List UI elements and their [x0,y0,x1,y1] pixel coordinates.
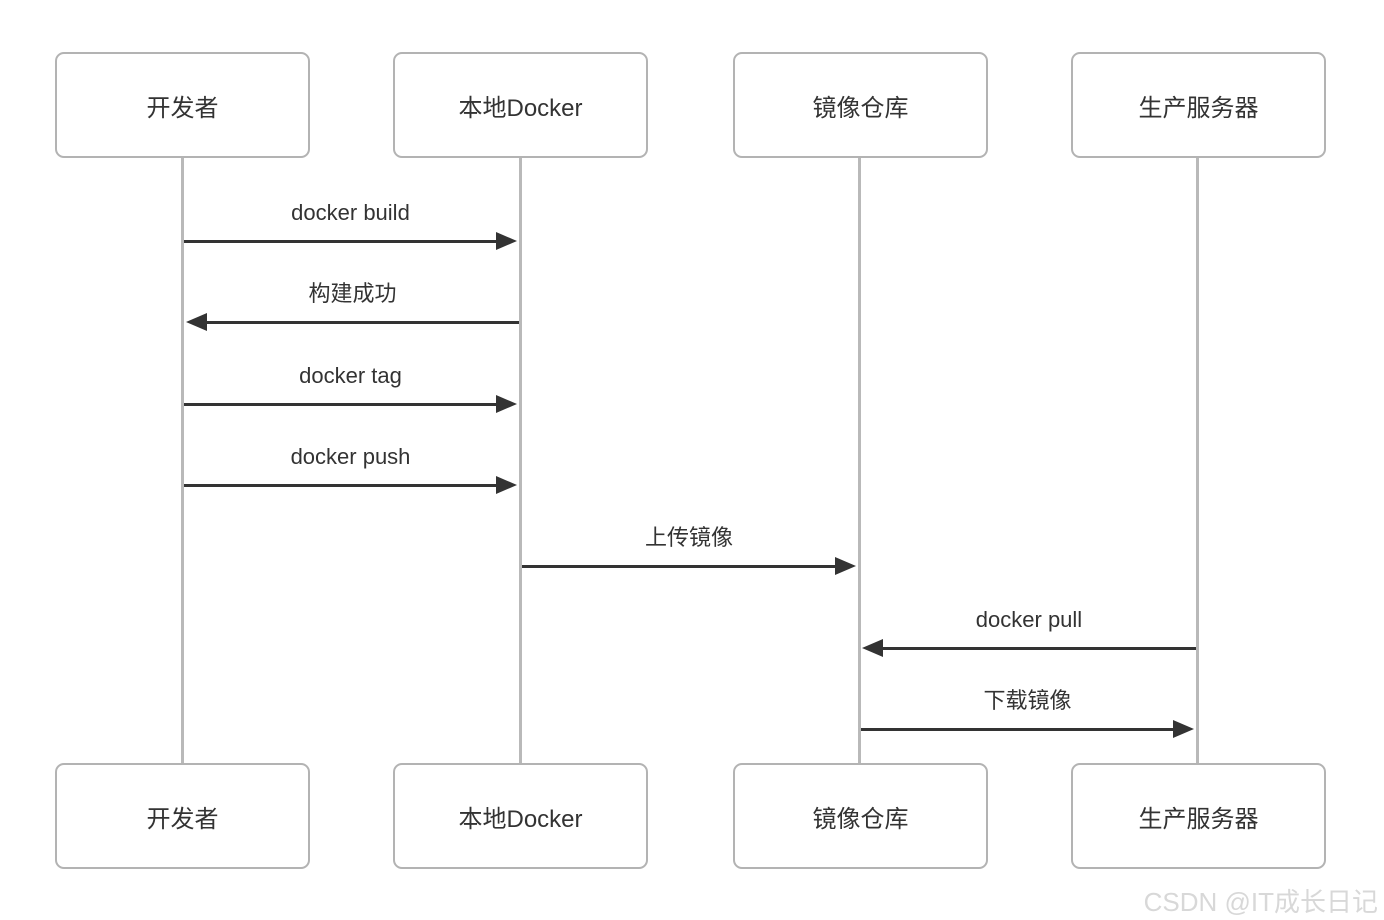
arrow-head [496,232,517,250]
arrow-right-icon [184,476,517,494]
arrow-head [1173,720,1194,738]
message-docker-build: docker build [184,194,517,250]
actor-box-production-server-bottom: 生产服务器 [1071,763,1326,869]
message-download-image: 下载镜像 [861,682,1194,738]
arrow-shaft [184,484,500,487]
actor-label: 开发者 [146,94,219,122]
message-docker-push: docker push [184,438,517,494]
message-label: docker push [290,444,411,469]
watermark: CSDN @IT成长日记 [1143,887,1378,917]
arrow-head [186,313,207,331]
actor-box-local-docker-bottom: 本地Docker [393,763,648,869]
message-label: 构建成功 [308,281,397,306]
arrow-right-icon [184,232,517,250]
arrow-shaft [184,403,500,406]
lifeline-production-server [1196,158,1199,763]
actor-box-developer-top: 开发者 [55,52,310,158]
actor-label: 本地Docker [458,805,583,833]
message-label: docker build [291,200,410,225]
arrow-shaft [203,321,519,324]
arrow-right-icon [184,395,517,413]
arrow-head [496,395,517,413]
arrow-shaft [861,728,1177,731]
arrow-shaft [184,240,500,243]
lifeline-local-docker [519,158,522,763]
actor-label: 镜像仓库 [812,94,909,122]
message-label: docker tag [299,363,402,388]
actor-box-local-docker-top: 本地Docker [393,52,648,158]
actor-label: 生产服务器 [1138,805,1259,833]
arrow-right-icon [861,720,1194,738]
actor-box-developer-bottom: 开发者 [55,763,310,869]
actor-label: 开发者 [146,805,219,833]
arrow-head [835,557,856,575]
lifeline-image-registry [858,158,861,763]
actor-label: 本地Docker [458,94,583,122]
message-label: docker pull [975,607,1083,632]
arrow-shaft [522,565,839,568]
message-docker-pull: docker pull [862,601,1196,657]
actor-box-image-registry-bottom: 镜像仓库 [733,763,988,869]
message-build-success: 构建成功 [186,275,519,331]
message-docker-tag: docker tag [184,357,517,413]
actor-label: 镜像仓库 [812,805,909,833]
actor-label: 生产服务器 [1138,94,1259,122]
actor-box-production-server-top: 生产服务器 [1071,52,1326,158]
message-label: 下载镜像 [983,688,1072,713]
actor-box-image-registry-top: 镜像仓库 [733,52,988,158]
message-label: 上传镜像 [644,525,733,550]
arrow-right-icon [522,557,856,575]
arrow-head [862,639,883,657]
message-upload-image: 上传镜像 [522,519,856,575]
arrow-left-icon [186,313,519,331]
arrow-head [496,476,517,494]
arrow-shaft [879,647,1196,650]
arrow-left-icon [862,639,1196,657]
lifeline-developer [181,158,184,763]
